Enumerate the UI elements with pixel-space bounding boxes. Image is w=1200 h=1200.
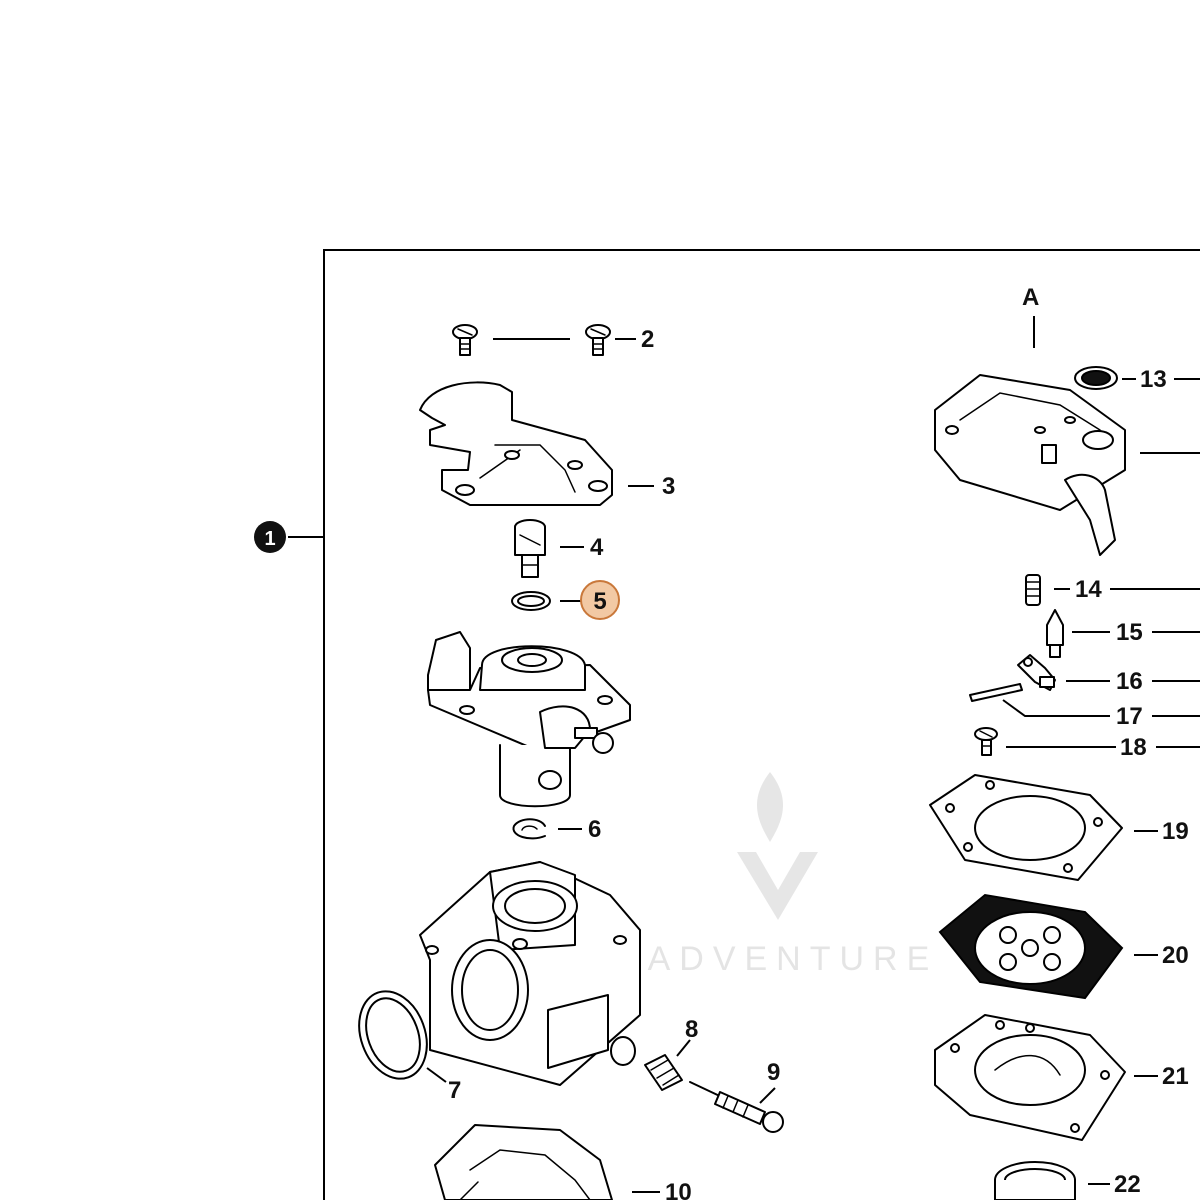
svg-text:1: 1 (264, 528, 275, 550)
section-label: A (1022, 284, 1039, 311)
part-21-end-cover[interactable] (934, 1014, 1126, 1141)
watermark-flame-icon (756, 772, 784, 842)
watermark-v-icon (737, 852, 818, 920)
part-17-label[interactable]: 17 (1116, 703, 1143, 730)
part-20-diaphragm[interactable] (938, 893, 1124, 1000)
part-13-label[interactable]: 13 (1140, 366, 1167, 393)
part-2-label[interactable]: 2 (641, 326, 654, 353)
part-22-cap[interactable] (994, 1161, 1076, 1200)
part-21-label[interactable]: 21 (1162, 1063, 1189, 1090)
part-9-leader (759, 1087, 776, 1104)
part-3-bracket[interactable] (419, 381, 613, 506)
part-2-screw-right[interactable] (585, 324, 611, 356)
part-2-screw-left[interactable] (452, 324, 478, 356)
part-15-label[interactable]: 15 (1116, 619, 1143, 646)
part-6-label[interactable]: 6 (588, 816, 601, 843)
part-6-e-clip[interactable] (512, 818, 546, 840)
part-18-screw[interactable] (974, 727, 998, 756)
part-14-label[interactable]: 14 (1075, 576, 1102, 603)
part-20-label[interactable]: 20 (1162, 942, 1189, 969)
part-9-label[interactable]: 9 (767, 1059, 780, 1086)
part-10-gasket[interactable] (434, 1124, 613, 1200)
part-4-label[interactable]: 4 (590, 534, 604, 561)
assembly-marker[interactable]: 1 (254, 521, 286, 553)
part-14-spring[interactable] (1025, 574, 1041, 606)
part-17-spindle-pin[interactable] (969, 683, 1023, 702)
part-22-label[interactable]: 22 (1114, 1171, 1141, 1198)
part-10-label[interactable]: 10 (665, 1179, 692, 1200)
part-18-label[interactable]: 18 (1120, 734, 1147, 761)
carburetor-upper-body[interactable] (427, 631, 631, 808)
part-5-callout-highlight[interactable]: 5 (580, 580, 620, 620)
part-16-label[interactable]: 16 (1116, 668, 1143, 695)
part-3-label[interactable]: 3 (662, 473, 675, 500)
part-16-control-lever[interactable] (1017, 654, 1056, 691)
part-4-shaft[interactable] (514, 519, 546, 578)
assembly-frame (323, 249, 1200, 1200)
part-5-o-ring[interactable] (511, 591, 551, 611)
part-19-label[interactable]: 19 (1162, 818, 1189, 845)
part-8-leader (676, 1039, 691, 1057)
part-8-spring[interactable] (644, 1054, 683, 1091)
part-19-gasket[interactable] (929, 774, 1123, 881)
part-13-filter-screen[interactable] (1074, 366, 1118, 390)
watermark: LEADVENTURE (588, 772, 938, 978)
part-5-label: 5 (593, 588, 606, 615)
part-7-label[interactable]: 7 (448, 1077, 461, 1104)
carburetor-main-body[interactable] (419, 861, 641, 1086)
part-17-leader (1002, 699, 1110, 717)
pump-cover[interactable] (934, 374, 1126, 556)
part-9-adjusting-screw[interactable] (689, 1081, 784, 1133)
part-7-leader (426, 1067, 447, 1083)
part-7-sealing-ring[interactable] (348, 982, 439, 1088)
watermark-text: LEADVENTURE (588, 940, 938, 978)
part-15-inlet-needle[interactable] (1046, 609, 1064, 658)
part-8-label[interactable]: 8 (685, 1016, 698, 1043)
